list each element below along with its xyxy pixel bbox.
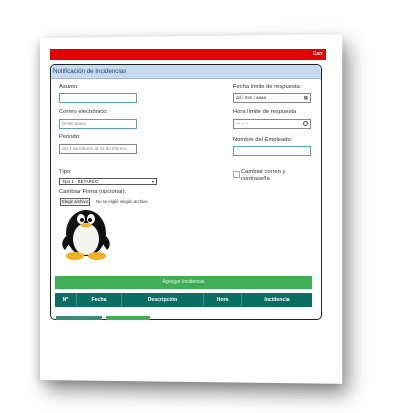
add-incidencia-button[interactable]: Agregar Incidencia <box>55 276 312 289</box>
asunto-label: Asunto: <box>59 84 79 90</box>
empleado-input[interactable] <box>233 146 311 156</box>
tux-penguin-icon <box>62 210 110 260</box>
col-descripcion: Descripción <box>122 293 204 307</box>
hora-input[interactable]: - - : - - <box>233 119 311 129</box>
top-bar-link[interactable]: Cerr <box>312 51 323 57</box>
col-incidencia: Incidencia <box>264 297 290 303</box>
fecha-value: dd / mm / aaaa <box>236 95 267 100</box>
col-hora: Hora <box>204 293 242 307</box>
tipo-select-value: Tipo 1 - RETARDO <box>62 179 99 184</box>
asunto-input[interactable] <box>59 93 137 103</box>
tipo-label: Tipo: <box>59 169 72 175</box>
footer-button-1[interactable] <box>56 316 102 320</box>
periodo-label: Periodo: <box>59 134 81 140</box>
periodo-input[interactable]: del 1 de febrero al 22 de febrero <box>59 144 137 154</box>
calendar-icon[interactable]: ▦ <box>303 95 308 100</box>
fecha-label: Fecha límite de respuesta: <box>233 84 302 90</box>
hora-value: - - : - - <box>236 121 249 126</box>
tipo-select[interactable]: Tipo 1 - RETARDO ▾ <box>59 178 157 185</box>
incidencias-panel: Notificación de Incidencias Asunto: Corr… <box>50 64 322 320</box>
col-numero: Nº <box>55 293 77 307</box>
col-fecha: Fecha <box>77 293 122 307</box>
panel-title: Notificación de Incidencias <box>51 65 321 79</box>
fecha-input[interactable]: dd / mm / aaaa ▦ <box>233 93 311 103</box>
top-bar: Cerr <box>50 49 326 60</box>
chevron-down-icon: ▾ <box>151 179 154 184</box>
empleado-label: Nombre del Empleado: <box>233 137 293 143</box>
correo-input[interactable]: Destinatario <box>59 119 137 129</box>
file-status: No se eligió ningún archivo <box>96 199 148 204</box>
hora-label: Hora límite de respuesta <box>233 109 297 115</box>
firma-label: Cambiar Firma (opcional): <box>59 189 127 195</box>
file-choose-button[interactable]: Elegir archivo <box>60 198 91 206</box>
cambiar-correo-label: Cambiar correo y contraseña <box>241 169 286 182</box>
cambiar-correo-checkbox[interactable] <box>233 171 240 178</box>
footer-button-2[interactable] <box>106 316 150 320</box>
incidencias-table-header: Nº Fecha Descripción Hora Incidencia <box>55 293 312 307</box>
clock-icon[interactable] <box>303 121 308 126</box>
correo-label: Correo electrónico: <box>59 109 108 115</box>
